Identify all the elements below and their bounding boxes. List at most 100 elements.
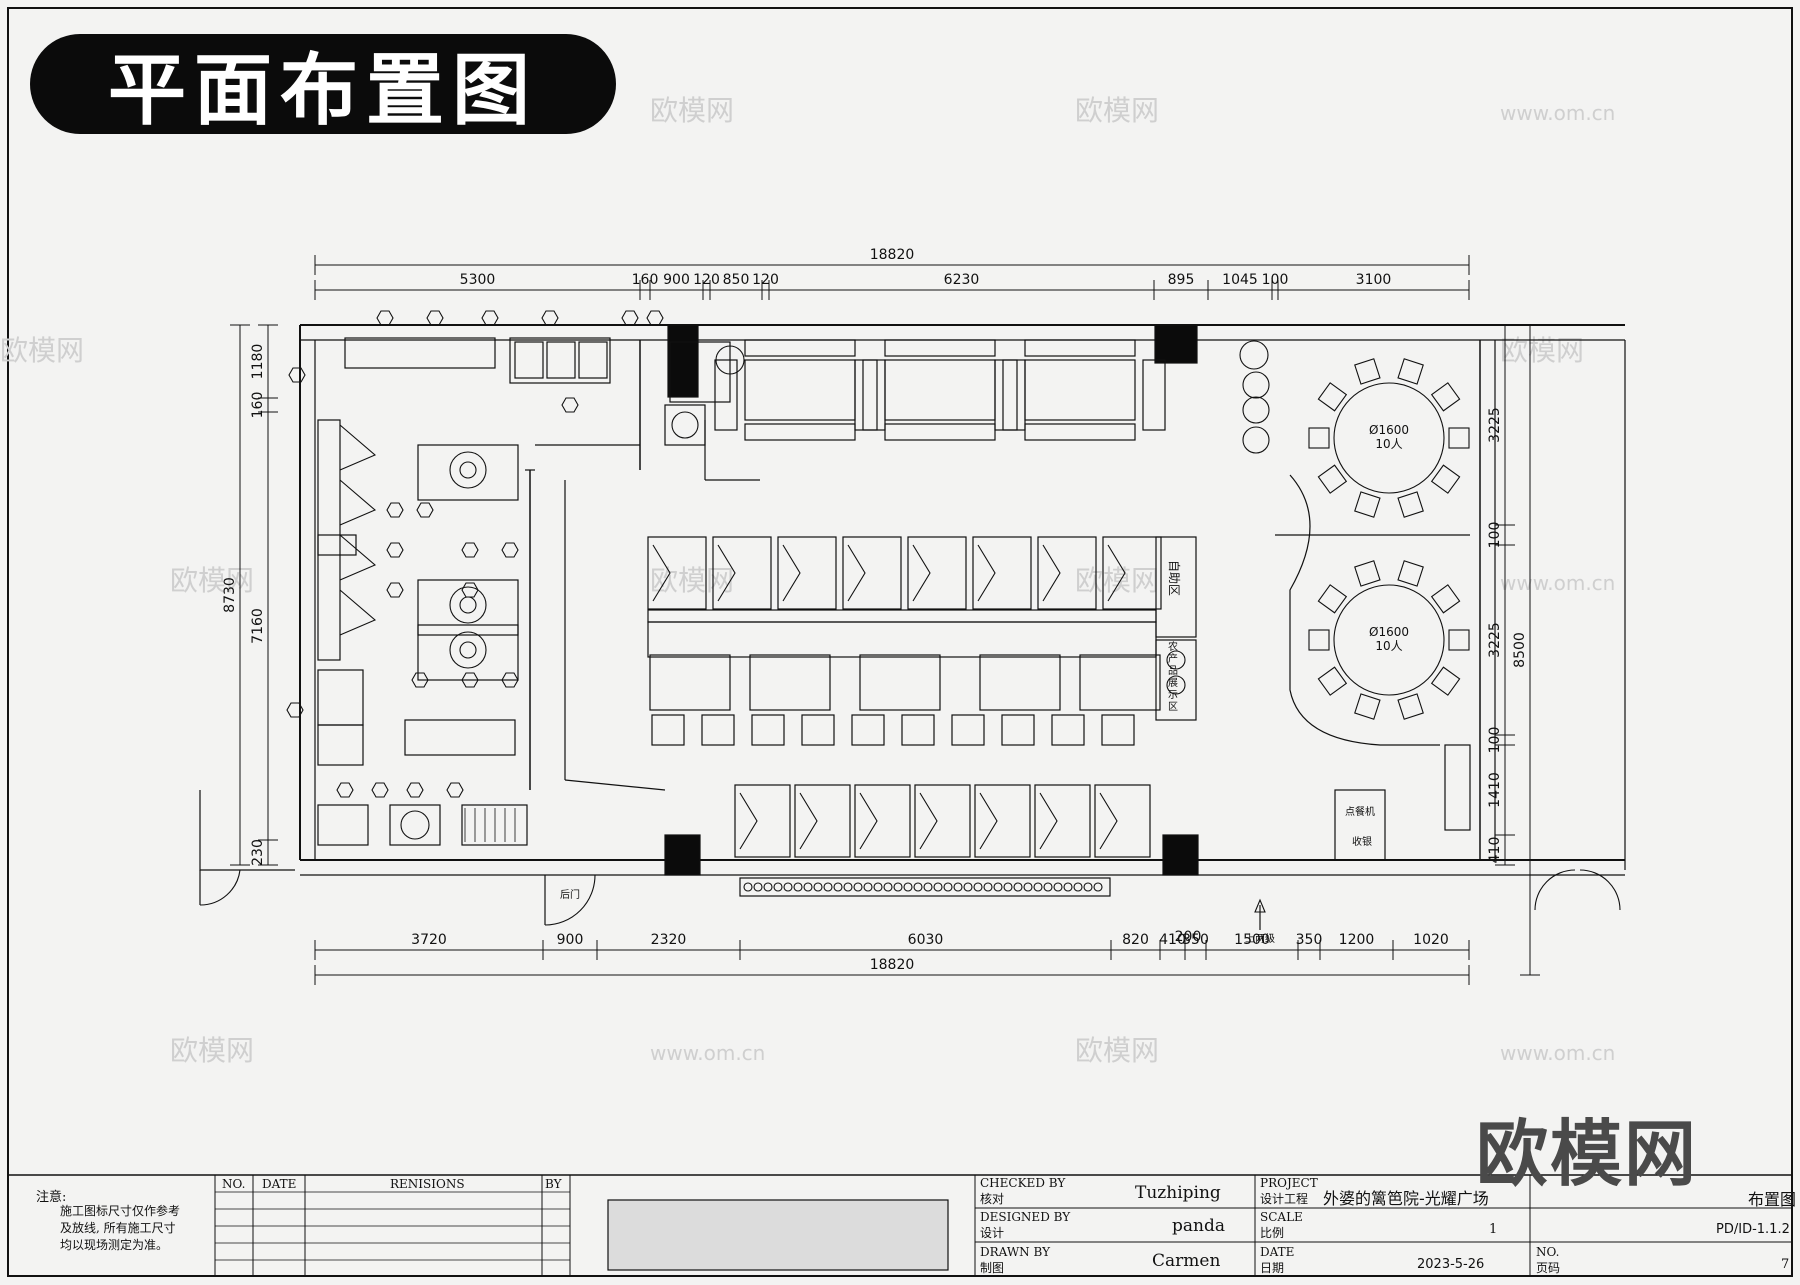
checked-value: Tuzhiping [1135, 1183, 1221, 1203]
round-table-chair [1308, 629, 1330, 651]
planter-plant [793, 882, 803, 892]
round-table-chair [1430, 584, 1461, 614]
planter-plant [1023, 882, 1033, 892]
round-table-chair [1397, 358, 1424, 385]
wok-burner [449, 451, 487, 489]
chair [851, 714, 885, 746]
table [979, 654, 1061, 711]
planter-plant [953, 882, 963, 892]
planter-plant [1053, 882, 1063, 892]
watermark-text: 欧模网 [1075, 94, 1159, 127]
planter-plant [963, 882, 973, 892]
table [859, 654, 941, 711]
date-value: 2023-5-26 [1417, 1257, 1485, 1272]
planter-plant [1073, 882, 1083, 892]
note-line-3: 均以现场测定为准。 [60, 1238, 169, 1252]
dim-bottom-label: 1200 [1339, 932, 1375, 948]
dim-left-total-label: 8730 [222, 577, 238, 613]
wok-station [417, 579, 519, 636]
notes-label: 注意: [36, 1190, 67, 1205]
booth-seat [794, 784, 851, 858]
square-table [884, 359, 996, 421]
planter-plant [783, 882, 793, 892]
watermark-text: 欧模网 [1075, 564, 1159, 597]
step-arrow-head [1254, 898, 1266, 913]
chair [862, 359, 886, 431]
order-machine-label: 点餐机 [1345, 805, 1375, 818]
dim-bottom-label: 2320 [651, 932, 687, 948]
rev-header-no: NO. [222, 1177, 246, 1191]
booth-seat [907, 536, 967, 610]
booth-cushion [782, 544, 801, 602]
self-service-label: 自助区 [1167, 560, 1181, 596]
dim-bottom-label: 350 [1296, 932, 1323, 948]
table [749, 654, 831, 711]
dim-bottom-label: 350 [1182, 932, 1209, 948]
sheet-border [7, 7, 1793, 1277]
booth-seat [1094, 784, 1151, 858]
chair [1024, 339, 1136, 357]
booth-seat [734, 784, 791, 858]
equipment-tag [461, 542, 479, 558]
sink-bowl [578, 341, 608, 379]
planter-plant [1093, 882, 1103, 892]
booth-seat [972, 536, 1032, 610]
dim-bottom-label: 6030 [908, 932, 944, 948]
round-table-chair [1317, 666, 1348, 696]
planter-plant [973, 882, 983, 892]
planter-plant [773, 882, 783, 892]
display-circle [1166, 650, 1186, 670]
round-table-chair [1354, 560, 1381, 587]
chair [651, 714, 685, 746]
booth-seat [974, 784, 1031, 858]
chair [901, 714, 935, 746]
equipment-tag [461, 672, 479, 688]
square-table [1024, 359, 1136, 421]
wok-burner-inner [459, 641, 477, 659]
toilet-icon [715, 345, 745, 375]
planter-plant [843, 882, 853, 892]
booth-cushion [1099, 792, 1118, 850]
equipment-tag [406, 782, 424, 798]
equipment-tag [481, 310, 499, 326]
planter-plant [1063, 882, 1073, 892]
dim-top-label: 120 [693, 272, 720, 288]
planter [739, 877, 1111, 897]
prep-table [404, 719, 516, 756]
planter-plant [1013, 882, 1023, 892]
hood [339, 534, 377, 581]
watermark-text: 欧模网 [650, 564, 734, 597]
planter-plant [893, 882, 903, 892]
drawn-label: DRAWN BY [980, 1245, 1051, 1259]
chair [1002, 359, 1026, 431]
dim-bottom-label: 1020 [1413, 932, 1449, 948]
checked-cn: 核对 [980, 1192, 1005, 1206]
checked-label: CHECKED BY [980, 1176, 1066, 1190]
booth-cushion [799, 792, 818, 850]
kitchen-pass-wall [564, 779, 666, 791]
booth-seat [854, 784, 911, 858]
dim-bottom-label: 3720 [411, 932, 447, 948]
equipment-tag [411, 672, 429, 688]
planter-plant [903, 882, 913, 892]
booth-cushion [912, 544, 931, 602]
scale-label: SCALE [1260, 1210, 1303, 1224]
produce-display-char: 示 [1168, 690, 1178, 701]
equipment-tag [621, 310, 639, 326]
sink [664, 404, 706, 446]
step-up-label: 上两级 [1245, 933, 1275, 945]
chair [1101, 714, 1135, 746]
planter-plant [763, 882, 773, 892]
equipment-tag [386, 542, 404, 558]
round-table-1-size: Ø1600 [1369, 423, 1409, 437]
chair [854, 359, 878, 431]
round-table-chair [1430, 382, 1461, 412]
watermark-text: 欧模网 [1075, 1034, 1159, 1067]
grill [317, 804, 369, 846]
planter-plant [753, 882, 763, 892]
booth-seat [1034, 784, 1091, 858]
hood [339, 424, 377, 471]
produce-display-char: 区 [1168, 701, 1178, 713]
entrance-cabinet [1444, 744, 1471, 831]
designed-value: panda [1172, 1216, 1225, 1236]
